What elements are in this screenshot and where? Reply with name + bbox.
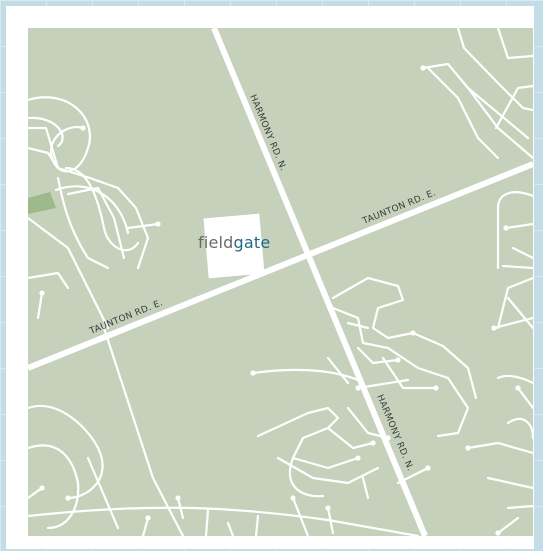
park-area — [28, 192, 56, 214]
harmony-road — [211, 28, 428, 536]
logo-part-field: field — [198, 233, 234, 252]
site-parcel[interactable] — [203, 213, 265, 279]
local-streets — [28, 28, 533, 536]
major-roads — [28, 28, 533, 536]
map-canvas[interactable]: HARMONY RD. N. HARMONY RD. N. TAUNTON RD… — [28, 28, 533, 536]
taunton-road — [28, 161, 533, 371]
map-svg: HARMONY RD. N. HARMONY RD. N. TAUNTON RD… — [28, 28, 533, 536]
logo-part-gate: gate — [233, 233, 271, 252]
fieldgate-logo: fieldgate — [198, 233, 270, 252]
cul-de-sac-markers — [39, 65, 521, 536]
